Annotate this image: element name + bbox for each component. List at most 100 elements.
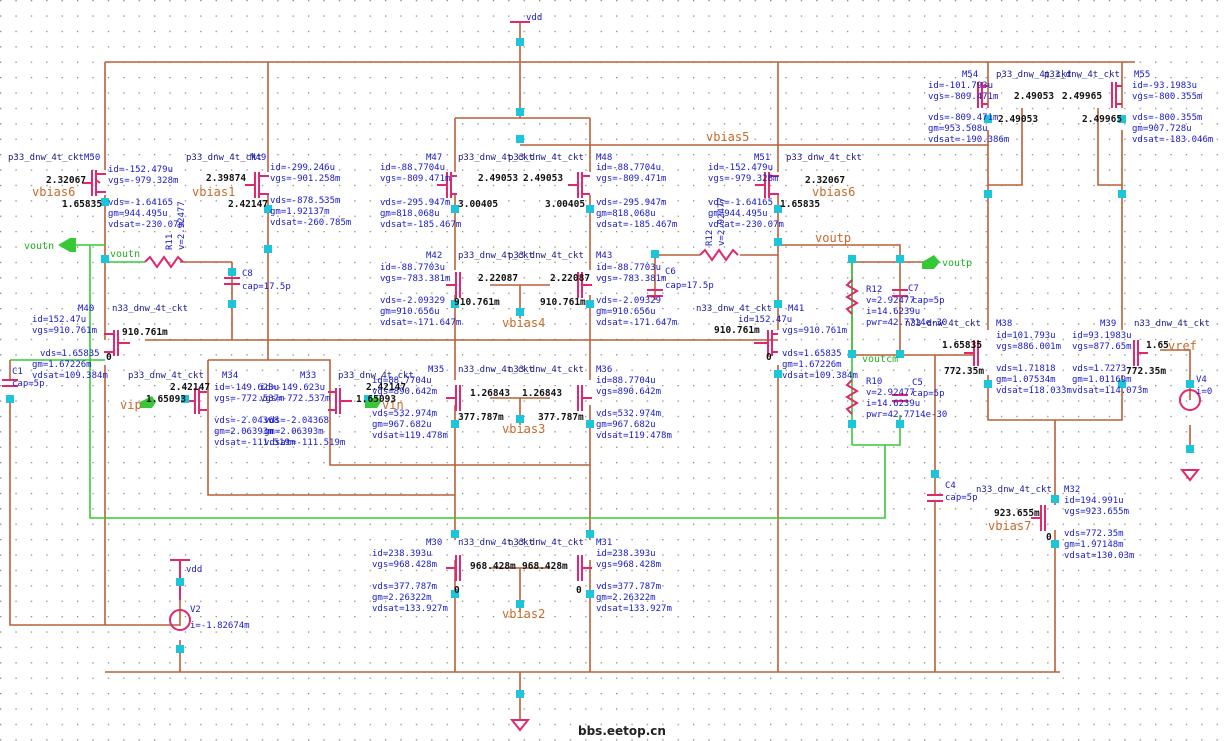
- svg-text:2.49053: 2.49053: [998, 114, 1038, 125]
- svg-text:1.65835: 1.65835: [62, 199, 102, 210]
- svg-text:n33_dnw_4t_ckt: n33_dnw_4t_ckt: [1134, 319, 1210, 329]
- device-m36[interactable]: M36 n33_dnw_4t_ckt id=88.7704u vgs=890.6…: [508, 365, 672, 441]
- net-vbias6-left: vbias6: [32, 185, 75, 199]
- svg-text:vgs=-772.537m: vgs=-772.537m: [214, 394, 284, 404]
- mosfet-m42: [446, 272, 461, 298]
- svg-text:gm=2.26322m: gm=2.26322m: [596, 593, 656, 603]
- device-m38[interactable]: M38 n33_dnw_4t_ckt id=101.793u vgs=886.0…: [905, 319, 1072, 396]
- device-m40[interactable]: M40 n33_dnw_4t_ckt id=152.47u vgs=910.76…: [32, 304, 188, 381]
- svg-text:2.42147: 2.42147: [170, 382, 210, 393]
- resistor-r10: [845, 379, 859, 415]
- svg-text:vdsat=-171.647m: vdsat=-171.647m: [596, 318, 677, 328]
- svg-text:910.761m: 910.761m: [122, 327, 168, 338]
- svg-text:id=-88.7703u: id=-88.7703u: [596, 263, 661, 273]
- device-m49[interactable]: M49 p33_dnw_4t_ckt id=-299.246u vgs=-901…: [186, 153, 351, 228]
- device-m41[interactable]: M41 n33_dnw_4t_ckt id=152.47u vgs=910.76…: [696, 304, 858, 381]
- svg-text:vgs=890.642m: vgs=890.642m: [596, 387, 661, 397]
- device-m50[interactable]: M50 p33_dnw_4t_ckt id=-152.479u vgs=-979…: [8, 153, 184, 230]
- svg-text:910.761m: 910.761m: [540, 297, 586, 308]
- svg-text:vds=532.974m: vds=532.974m: [596, 409, 661, 419]
- net-vbias6-right: vbias6: [812, 185, 855, 199]
- svg-text:M39: M39: [1100, 319, 1116, 329]
- mosfet-m47: [437, 172, 457, 198]
- r11-name: R11: [165, 234, 175, 250]
- svg-text:n33_dnw_4t_ckt: n33_dnw_4t_ckt: [508, 365, 584, 375]
- net-vbias1: vbias1: [192, 185, 235, 199]
- capacitor-c7: [892, 289, 908, 297]
- ground-symbol-v4: [1179, 469, 1201, 482]
- c5-value: cap=5p: [912, 389, 945, 399]
- svg-text:M40: M40: [78, 304, 94, 314]
- svg-text:gm=2.06393m: gm=2.06393m: [214, 427, 274, 437]
- svg-text:M51: M51: [754, 153, 770, 163]
- svg-text:M54: M54: [962, 70, 978, 80]
- svg-text:vdsat=-260.785m: vdsat=-260.785m: [270, 218, 351, 228]
- svg-text:2.49965: 2.49965: [1062, 91, 1102, 102]
- device-m31[interactable]: M31 n33_dnw_4t_ckt id=238.393u vgs=968.4…: [508, 538, 672, 614]
- svg-text:vgs=877.65m: vgs=877.65m: [1072, 342, 1132, 352]
- svg-text:n33_dnw_4t_ckt: n33_dnw_4t_ckt: [696, 304, 772, 314]
- device-m51[interactable]: M51 p33_dnw_4t_ckt id=-152.479u vgs=-979…: [708, 153, 862, 230]
- device-m39[interactable]: M39 n33_dnw_4t_ckt id=93.1983u vgs=877.6…: [1072, 319, 1210, 396]
- svg-text:vdsat=-111.519m: vdsat=-111.519m: [214, 438, 295, 448]
- device-m47[interactable]: M47 p33_dnw_4t_ckt id=-88.7704u vgs=-809…: [380, 153, 534, 230]
- svg-text:vdsat=-230.07m: vdsat=-230.07m: [708, 220, 784, 230]
- mosfet-m34: [183, 388, 207, 414]
- svg-text:vds=-878.535m: vds=-878.535m: [270, 196, 340, 206]
- vin-port-icon[interactable]: [365, 396, 381, 408]
- device-m32[interactable]: M32 n33_dnw_4t_ckt id=194.991u vgs=923.6…: [976, 485, 1134, 561]
- svg-text:id=238.393u: id=238.393u: [596, 549, 656, 559]
- svg-text:vgs=-800.355m: vgs=-800.355m: [1132, 92, 1202, 102]
- device-m48[interactable]: M48 p33_dnw_4t_ckt id=-88.7704u vgs=-809…: [508, 153, 677, 230]
- vip-port-icon[interactable]: [140, 396, 156, 408]
- svg-text:vdsat=-111.519m: vdsat=-111.519m: [264, 438, 345, 448]
- device-m33[interactable]: M33 p33_dnw_4t_ckt id=-149.623u vgs=-772…: [260, 371, 414, 448]
- mosfet-m55: [1111, 82, 1122, 108]
- net-vin: vin: [382, 398, 404, 412]
- device-m35[interactable]: M35 n33_dnw_4t_ckt id=88.7704u vgs=890.6…: [372, 365, 534, 441]
- svg-text:vds=-1.64165: vds=-1.64165: [108, 198, 173, 208]
- svg-text:M38: M38: [996, 319, 1012, 329]
- svg-text:vdsat=-230.07m: vdsat=-230.07m: [108, 220, 184, 230]
- svg-text:0: 0: [1046, 532, 1052, 543]
- svg-text:772.35m: 772.35m: [1126, 366, 1166, 377]
- voutp-port-icon[interactable]: [922, 255, 940, 269]
- mosfet-m43: [577, 272, 592, 298]
- svg-text:1.26843: 1.26843: [522, 388, 562, 399]
- device-annotations: M50 p33_dnw_4t_ckt id=-152.479u vgs=-979…: [8, 70, 1213, 614]
- svg-text:1.65093: 1.65093: [146, 394, 186, 405]
- svg-text:M36: M36: [596, 365, 612, 375]
- svg-text:1.26843: 1.26843: [470, 388, 510, 399]
- device-m42[interactable]: M42 p33_dnw_4t_ckt id=-88.7703u vgs=-783…: [380, 251, 534, 328]
- svg-text:1.65835: 1.65835: [942, 340, 982, 351]
- svg-text:id=194.991u: id=194.991u: [1064, 496, 1124, 506]
- device-m30[interactable]: M30 n33_dnw_4t_ckt id=238.393u vgs=968.4…: [372, 538, 534, 614]
- mosfet-m36: [577, 385, 592, 411]
- svg-text:M55: M55: [1134, 70, 1150, 80]
- r11-value: v=2.92477: [177, 201, 187, 250]
- svg-text:vgs=886.001m: vgs=886.001m: [996, 342, 1061, 352]
- r12-pwr: pwr=42.7714e-30: [866, 318, 947, 328]
- device-m34[interactable]: M34 p33_dnw_4t_ckt id=-149.623u vgs=-772…: [128, 371, 295, 448]
- svg-text:2.22087: 2.22087: [478, 273, 518, 284]
- svg-text:p33_dnw_4t_ckt: p33_dnw_4t_ckt: [458, 153, 534, 163]
- v2-current: i=-1.82674m: [190, 621, 250, 631]
- svg-text:gm=1.67226m: gm=1.67226m: [32, 360, 92, 370]
- svg-text:923.655m: 923.655m: [994, 508, 1040, 519]
- svg-text:gm=1.92137m: gm=1.92137m: [270, 207, 330, 217]
- net-vref: vref: [1168, 339, 1197, 353]
- svg-text:vgs=923.655m: vgs=923.655m: [1064, 507, 1129, 517]
- device-m54[interactable]: M54 p33_dnw_4t_ckt id=-101.793u vgs=-809…: [928, 70, 1072, 145]
- svg-text:2.49965: 2.49965: [1082, 114, 1122, 125]
- svg-text:3.00405: 3.00405: [458, 199, 498, 210]
- device-m43[interactable]: M43 p33_dnw_4t_ckt id=-88.7703u vgs=-783…: [508, 251, 677, 328]
- device-m55[interactable]: M55 p33_dnw_4t_ckt id=-93.1983u vgs=-800…: [1044, 70, 1213, 145]
- net-voutp-pin: voutp: [942, 258, 972, 269]
- c6-name: C6: [665, 267, 676, 277]
- v2-label: V2: [190, 605, 201, 615]
- svg-text:id=88.7704u: id=88.7704u: [596, 376, 656, 386]
- svg-text:vdsat=-185.467m: vdsat=-185.467m: [380, 220, 461, 230]
- voutn-port-icon[interactable]: [58, 238, 76, 252]
- svg-text:vds=-295.947m: vds=-295.947m: [380, 198, 450, 208]
